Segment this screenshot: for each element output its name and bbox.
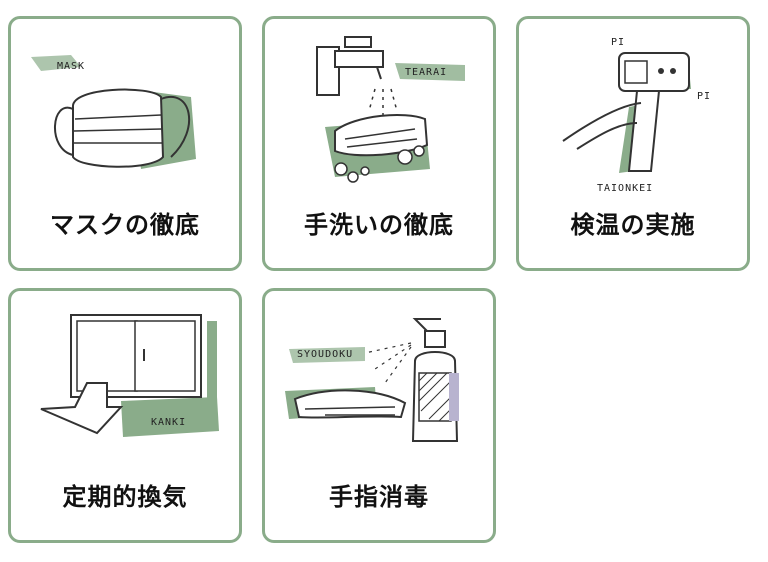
sanitizer-tag: SYOUDOKU [297,349,353,360]
window-icon: KANKI [40,314,219,437]
sanitizer-icon: SYOUDOKU [285,318,459,442]
handwash-icon: TEARAI [316,36,465,183]
card-handwash: TEARAI 手洗いの徹底 [262,16,496,271]
thermometer-tag-pi-1: PI [611,37,625,48]
card-title: 手指消毒 [329,482,429,511]
ventilation-tag: KANKI [151,417,186,428]
card-title: マスクの徹底 [50,210,200,239]
thermometer-tag-pi-2: PI [697,91,711,102]
mask-icon: MASK [31,55,196,169]
thermometer-icon: PI PI TAIONKEI [562,37,711,194]
card-ventilation: KANKI 定期的換気 [8,288,242,543]
thermometer-tag-taionkei: TAIONKEI [597,183,653,194]
card-mask: MASK マスクの徹底 [8,16,242,271]
card-title: 検温の実施 [570,210,696,239]
handwash-tag: TEARAI [405,67,447,78]
card-title: 手洗いの徹底 [304,210,454,239]
card-sanitizer: SYOUDOKU 手指消毒 [262,288,496,543]
card-title: 定期的換気 [62,482,188,511]
card-thermometer: PI PI TAIONKEI 検温の実施 [516,16,750,271]
mask-tag: MASK [57,61,85,72]
